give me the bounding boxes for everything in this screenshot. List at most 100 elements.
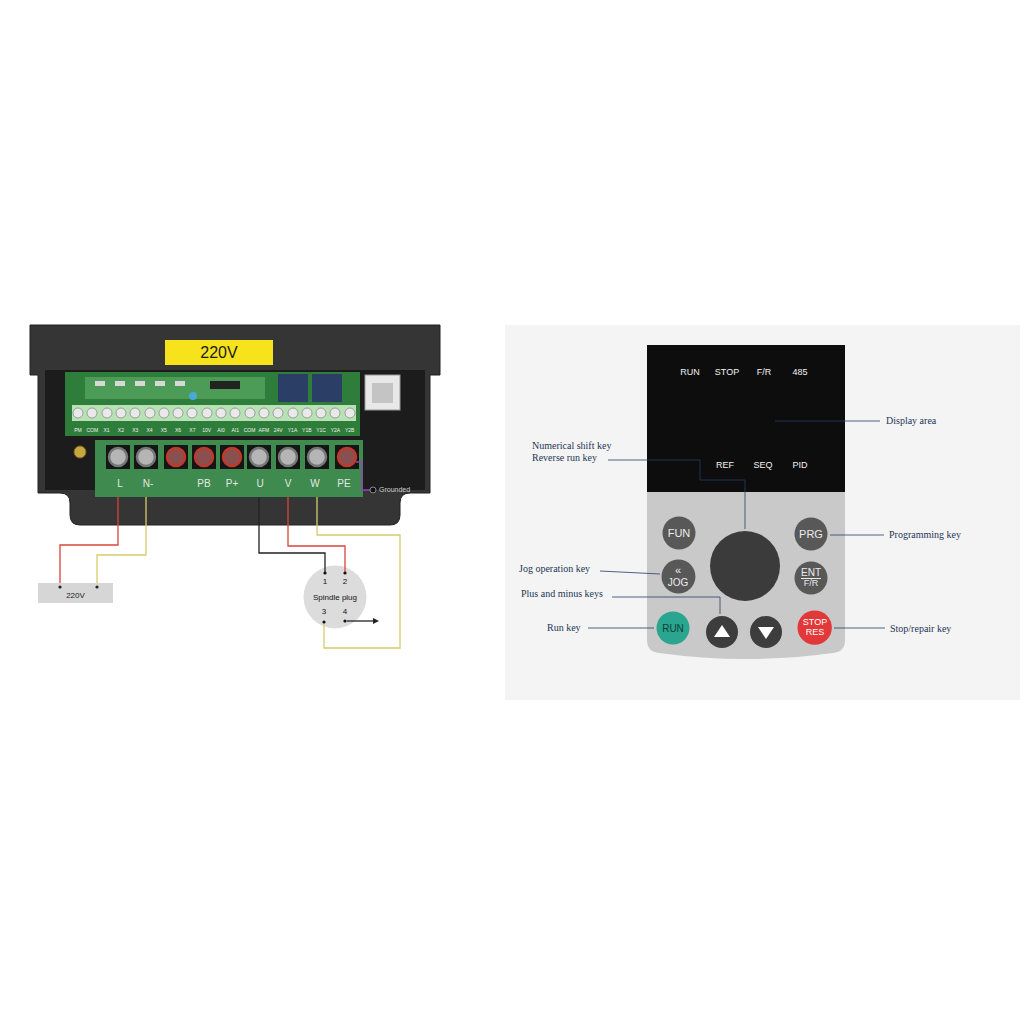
- screw: [187, 408, 197, 418]
- screw: [145, 408, 155, 418]
- screw: [259, 408, 269, 418]
- node-text: «: [675, 564, 681, 576]
- screw: [245, 408, 255, 418]
- terminal-pin-label: AI0: [217, 428, 225, 434]
- leader-line: [830, 535, 884, 536]
- callout-label: Run key: [547, 622, 581, 634]
- terminal-label: PB: [197, 478, 210, 490]
- terminal-label: L: [117, 478, 123, 490]
- pin-mark: [373, 618, 379, 624]
- terminal-label: U: [256, 478, 263, 490]
- pin-mark: [322, 620, 325, 623]
- screw: [137, 448, 155, 466]
- node-outline: [304, 566, 367, 629]
- terminal-screws: [73, 408, 355, 418]
- wire-ground: [356, 462, 370, 490]
- terminal-pockets: [106, 445, 359, 469]
- jog-key: «JOG: [661, 559, 696, 594]
- node-text: JOG: [668, 577, 689, 588]
- node-outline: [657, 612, 690, 645]
- pin-mark: [95, 585, 98, 588]
- node-text: SEQ: [753, 461, 772, 471]
- wire-yellow: [97, 497, 146, 583]
- screw: [316, 408, 326, 418]
- node-text: ENT: [801, 567, 821, 579]
- wire-red: [60, 497, 118, 583]
- up-arrow: [714, 625, 730, 637]
- circuit-board: [65, 372, 360, 436]
- node-text: F/R: [804, 579, 819, 589]
- terminal-pin-label: 10V: [202, 428, 211, 434]
- pocket: [164, 445, 188, 469]
- terminal-pin-label: X5: [161, 428, 167, 434]
- pocket: [247, 445, 271, 469]
- pocket: [305, 445, 329, 469]
- up-key: [706, 616, 738, 648]
- relay: [278, 374, 308, 402]
- screw: [87, 408, 97, 418]
- node-outline: [795, 562, 828, 595]
- wire-black: [259, 497, 325, 565]
- screw: [116, 408, 126, 418]
- run-key: RUN: [656, 611, 690, 645]
- terminal-label: W: [310, 478, 319, 490]
- terminal-pin-label: X4: [146, 428, 152, 434]
- power-screws: [109, 448, 356, 466]
- pin-mark: [347, 620, 373, 621]
- callout-label: Display area: [886, 415, 936, 427]
- callout-label: Numerical shift key Reverse run key: [532, 440, 632, 463]
- node-outline: [795, 518, 828, 551]
- wiring: [60, 462, 400, 648]
- node-text: STOP: [803, 618, 827, 628]
- smd-part: [95, 381, 105, 386]
- terminal-pin-label: COM: [244, 428, 256, 434]
- node-text: PRG: [799, 528, 823, 540]
- terminal-pin-label: 24V: [274, 428, 283, 434]
- node-text: Spindle plug: [313, 594, 357, 603]
- pin-mark: [58, 585, 61, 588]
- smd-part: [155, 381, 165, 386]
- screw: [279, 448, 297, 466]
- pocket: [335, 445, 359, 469]
- node-text: FUN: [668, 527, 691, 539]
- node-text: 485: [792, 368, 807, 378]
- terminal-pin-label: Y1B: [302, 428, 311, 434]
- node-text: 1: [323, 578, 327, 587]
- screw: [230, 408, 240, 418]
- terminal-pin-label: X2: [118, 428, 124, 434]
- down-arrow: [758, 627, 774, 639]
- component-area: [85, 377, 265, 399]
- pocket: [134, 445, 158, 469]
- leader-line: [612, 597, 720, 614]
- terminal-label: V: [285, 478, 292, 490]
- screw: [302, 408, 312, 418]
- smd-part: [115, 381, 125, 386]
- node-text: 3: [322, 608, 326, 617]
- screw: [288, 408, 298, 418]
- screw: [109, 448, 127, 466]
- callout-label: Stop/repair key: [890, 623, 951, 635]
- power-source-box: 220V: [38, 583, 113, 603]
- screw: [159, 408, 169, 418]
- terminal-pin-label: PM: [74, 428, 82, 434]
- pocket: [276, 445, 300, 469]
- display-panel: RUNSTOPF/R485REFSEQPID: [647, 345, 845, 492]
- rj45-socket: [372, 383, 393, 403]
- callout-label: Jog operation key: [519, 563, 590, 575]
- terminal-pin-label: Y2B: [345, 428, 354, 434]
- terminal-label: N-: [143, 478, 154, 490]
- leader-line: [834, 628, 885, 629]
- knob: [710, 531, 780, 601]
- screw: [130, 408, 140, 418]
- down-key: [750, 616, 782, 648]
- terminal-label: P+: [226, 478, 239, 490]
- terminal-label: PE: [337, 478, 350, 490]
- node-text: RUN: [662, 623, 684, 634]
- node-text: 4: [343, 608, 347, 617]
- node-text: 220V: [200, 344, 237, 362]
- chip: [210, 381, 240, 389]
- pin-mark: [343, 571, 346, 574]
